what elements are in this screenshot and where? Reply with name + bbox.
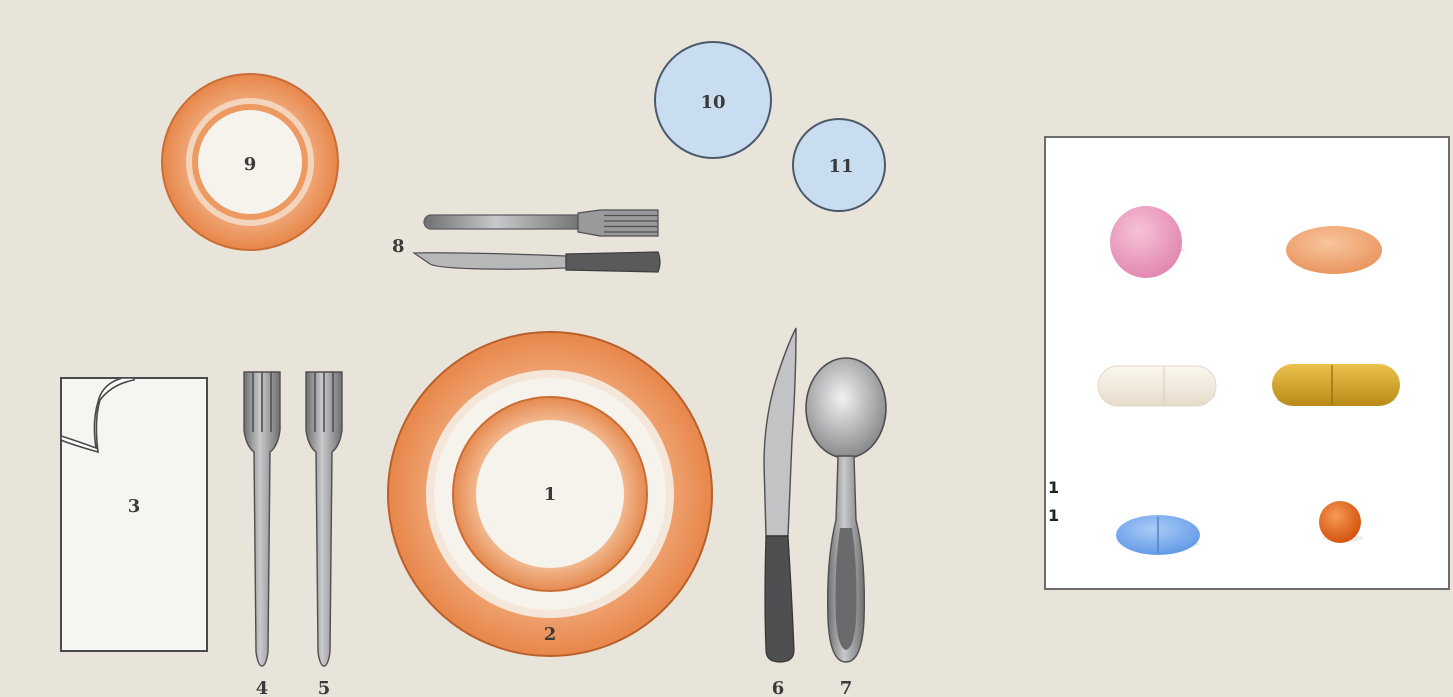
glass-large: 10 xyxy=(655,42,771,158)
pill-peach-oval xyxy=(1286,226,1382,274)
label-spoon: 7 xyxy=(840,678,853,697)
pill-cream-capsule xyxy=(1098,366,1216,406)
label-dinner-plate: 1 xyxy=(544,484,557,505)
pill-orange-round xyxy=(1319,501,1363,543)
bread-plate: 9 xyxy=(162,74,338,250)
side-mark-1: 1 xyxy=(1048,478,1059,497)
pill-gold-capsule xyxy=(1272,364,1400,406)
pill-photo-panel: 1 1 xyxy=(1044,136,1450,590)
pill-blue-oval xyxy=(1116,515,1200,555)
label-glass-small: 11 xyxy=(828,156,853,177)
glass-small: 11 xyxy=(793,119,885,211)
label-salad-fork: 4 xyxy=(256,678,269,697)
napkin: 3 xyxy=(61,378,207,651)
label-dinner-fork: 5 xyxy=(318,678,331,697)
pill-photo xyxy=(1046,138,1450,590)
label-dessert-cutlery: 8 xyxy=(392,236,405,257)
label-bread-plate: 9 xyxy=(244,154,257,175)
label-knife: 6 xyxy=(772,678,785,697)
label-napkin: 3 xyxy=(128,496,141,517)
label-glass-large: 10 xyxy=(700,92,725,113)
pill-pink-round xyxy=(1110,206,1185,278)
label-charger-plate: 2 xyxy=(544,624,557,645)
side-mark-2: 1 xyxy=(1048,506,1059,525)
dinner-plate: 1 xyxy=(453,397,647,591)
